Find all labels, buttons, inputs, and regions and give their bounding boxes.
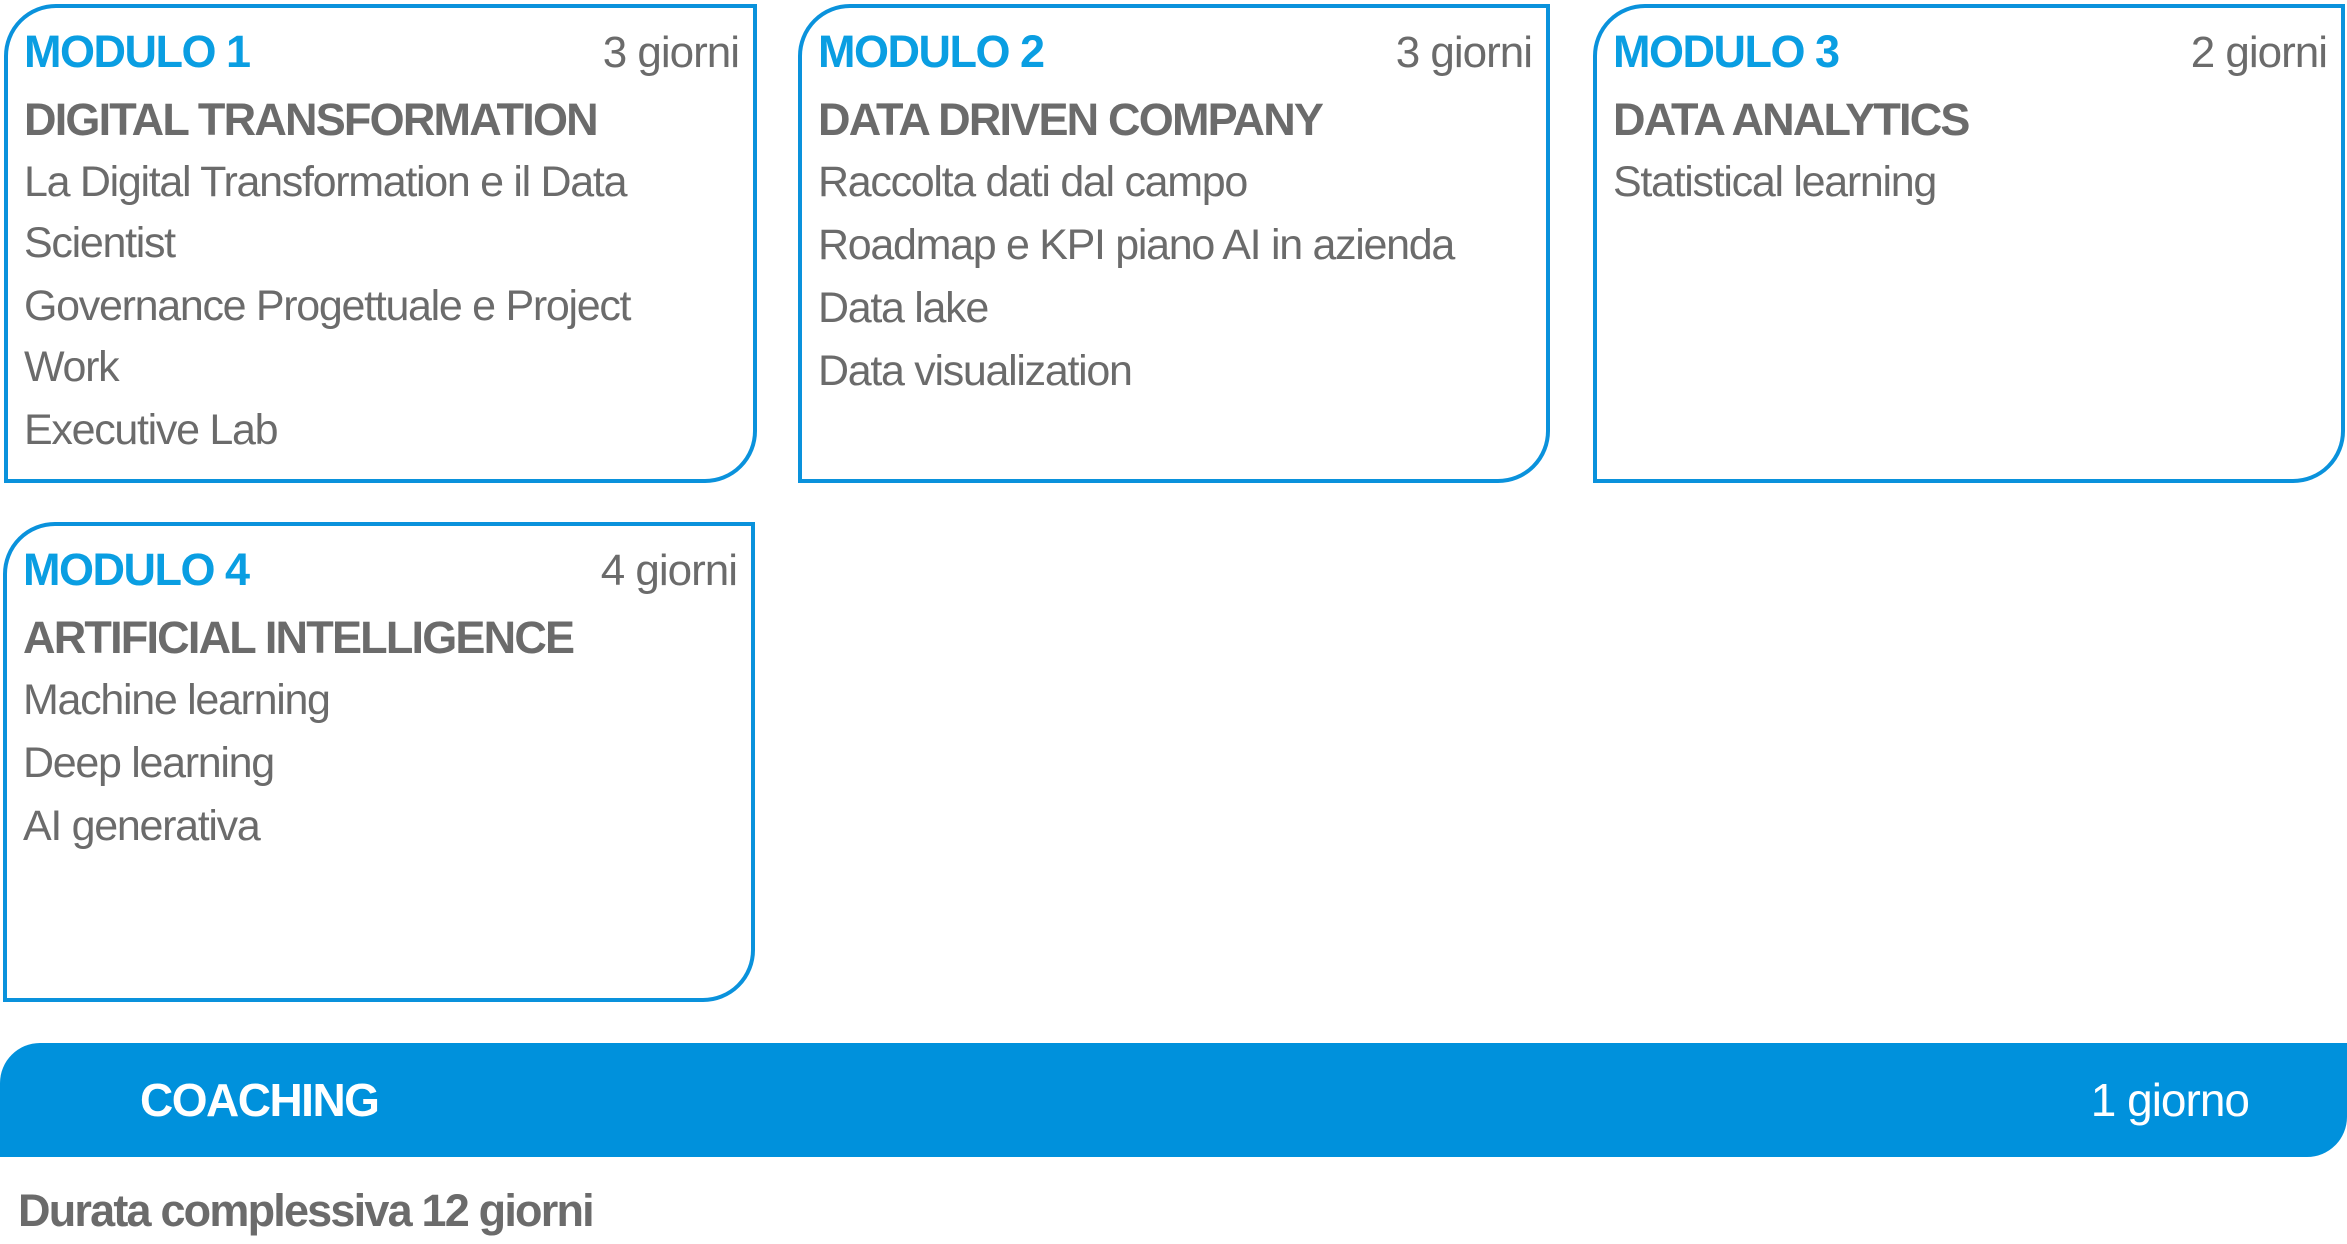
module-label: MODULO 2: [818, 26, 1045, 77]
module-duration: 2 giorni: [2190, 28, 2328, 77]
module-title: DIGITAL TRANSFORMATION: [24, 94, 599, 145]
list-item: Statistical learning: [1613, 158, 1937, 206]
module-label: MODULO 1: [24, 26, 251, 77]
coaching-bar: COACHING 1 giorno: [0, 1043, 2347, 1157]
list-item: Deep learning: [23, 739, 275, 787]
module-duration: 3 giorni: [1395, 28, 1533, 77]
module-title: ARTIFICIAL INTELLIGENCE: [23, 612, 575, 663]
list-item: Data visualization: [818, 347, 1133, 395]
total-duration: Durata complessiva 12 giorni: [18, 1185, 595, 1236]
module-card-4: MODULO 4 4 giorni ARTIFICIAL INTELLIGENCE…: [3, 522, 755, 1002]
list-item: Governance Progettuale e Project Work: [24, 282, 631, 391]
coaching-label: COACHING: [140, 1074, 380, 1126]
list-item: AI generativa: [23, 802, 261, 850]
module-title: DATA ANALYTICS: [1613, 94, 1970, 145]
module-card-3: MODULO 3 2 giorni DATA ANALYTICS Statisti…: [1593, 4, 2345, 483]
list-item: Machine learning: [23, 676, 331, 724]
module-card-2: MODULO 2 3 giorni DATA DRIVEN COMPANY Rac…: [798, 4, 1550, 483]
coaching-duration: 1 giorno: [2090, 1074, 2250, 1126]
list-item: Roadmap e KPI piano AI in azienda: [818, 221, 1455, 269]
module-duration: 4 giorni: [600, 546, 738, 595]
list-item: Raccolta dati dal campo: [818, 158, 1248, 206]
module-label: MODULO 3: [1613, 26, 1840, 77]
module-label: MODULO 4: [23, 544, 250, 595]
module-title: DATA DRIVEN COMPANY: [818, 94, 1324, 145]
list-item: Data lake: [818, 284, 989, 332]
list-item: Executive Lab: [24, 406, 279, 454]
list-item: La Digital Transformation e il Data Scie…: [24, 158, 628, 267]
module-duration: 3 giorni: [602, 28, 740, 77]
